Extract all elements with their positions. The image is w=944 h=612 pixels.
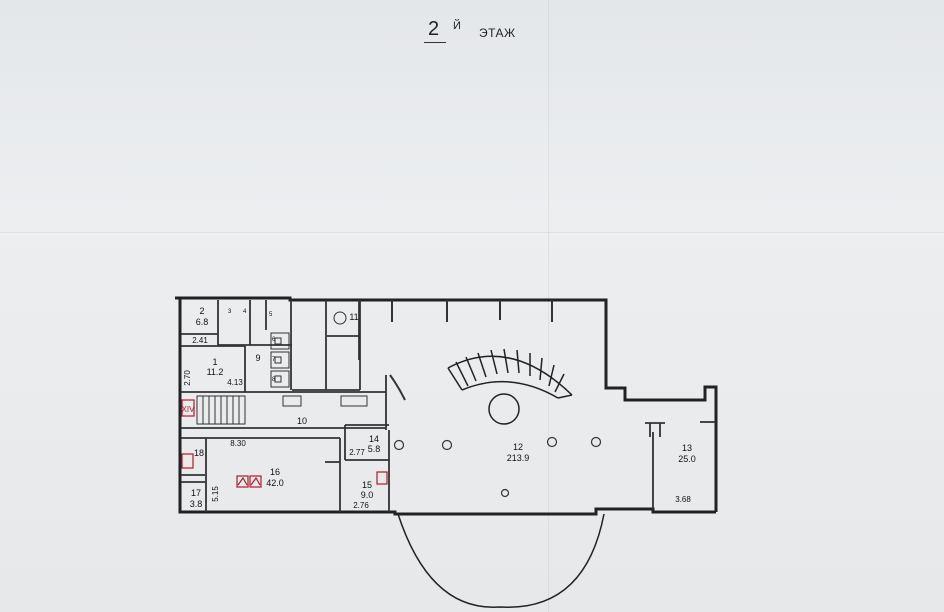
floor-number-underline bbox=[424, 42, 446, 43]
room-label-11: 11 bbox=[349, 312, 358, 322]
dim-2-77: 2.77 bbox=[349, 448, 365, 457]
room-label-5: 5 bbox=[269, 312, 273, 318]
stair-label: XIV bbox=[182, 405, 196, 414]
room-16-number: 16 bbox=[270, 467, 280, 477]
room-2-area: 6.8 bbox=[196, 317, 209, 327]
room-1-number: 1 bbox=[212, 357, 217, 367]
spiral-staircase bbox=[447, 348, 573, 425]
room-2-number: 2 bbox=[199, 306, 204, 316]
room-label-9: 9 bbox=[255, 353, 260, 363]
dim-3-68: 3.68 bbox=[675, 495, 691, 504]
room-13-number: 13 bbox=[682, 443, 692, 453]
dim-4-13: 4.13 bbox=[227, 378, 243, 387]
floor-number: 2 bbox=[428, 18, 440, 40]
equipment-markers bbox=[181, 399, 388, 488]
floor-word: ЭТАЖ bbox=[479, 26, 516, 40]
dim-2-70: 2.70 bbox=[183, 370, 192, 386]
dimension-labels: 2.41 2.70 4.13 8.30 5.15 2.77 2.76 3.68 bbox=[183, 336, 691, 510]
columns bbox=[393, 436, 602, 498]
room-15-number: 15 bbox=[362, 480, 372, 490]
dim-8-30: 8.30 bbox=[230, 439, 246, 448]
room-17-area: 3.8 bbox=[190, 499, 203, 509]
semicircular-bay bbox=[397, 513, 605, 608]
outer-walls bbox=[175, 296, 718, 516]
room-14-number: 14 bbox=[369, 434, 379, 444]
dim-2-41: 2.41 bbox=[192, 336, 208, 345]
room-12-area: 213.9 bbox=[507, 453, 530, 463]
room-label-6: 6 bbox=[272, 337, 276, 343]
room-label-7: 7 bbox=[272, 357, 276, 363]
staircase bbox=[196, 395, 246, 425]
room-label-3: 3 bbox=[228, 309, 232, 315]
sanitary-fixtures bbox=[270, 311, 368, 407]
room-17-number: 17 bbox=[191, 488, 201, 498]
room-15-area: 9.0 bbox=[361, 490, 374, 500]
room-1-area: 11.2 bbox=[207, 367, 224, 377]
room-labels: 1 11.2 2 6.8 12 213.9 13 25.0 14 5.8 15 … bbox=[190, 306, 696, 509]
room-label-10: 10 bbox=[297, 416, 307, 426]
room-label-8: 8 bbox=[272, 377, 276, 383]
floor-number-suffix: Й bbox=[453, 20, 461, 32]
small-room-numbers: 3 4 5 6 7 8 9 10 11 18 bbox=[194, 309, 359, 458]
room-12-number: 12 bbox=[513, 442, 523, 452]
interior-walls bbox=[181, 300, 716, 512]
room-label-4: 4 bbox=[243, 309, 247, 315]
dim-5-15: 5.15 bbox=[211, 486, 220, 502]
room-label-18: 18 bbox=[194, 448, 204, 458]
dim-2-76: 2.76 bbox=[353, 501, 369, 510]
room-13-area: 25.0 bbox=[678, 454, 696, 464]
room-14-area: 5.8 bbox=[368, 444, 381, 454]
room-16-area: 42.0 bbox=[266, 478, 284, 488]
hall-stub-walls bbox=[389, 300, 553, 401]
